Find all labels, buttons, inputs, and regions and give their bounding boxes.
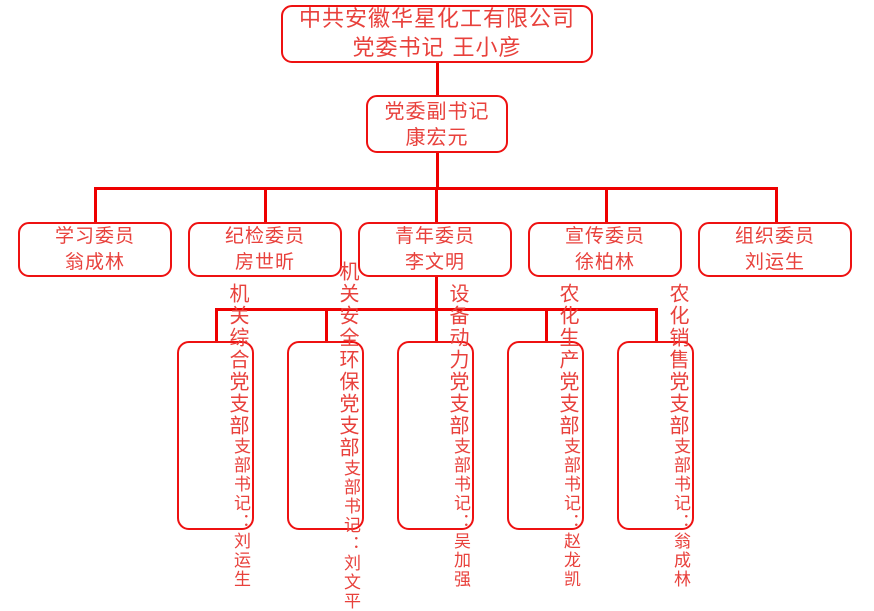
node-l2-text: 党委副书记 康宏元 (384, 98, 490, 149)
branch-name-2: 机关安全环保党支部 (336, 260, 360, 459)
node-deputy-secretary[interactable]: 党委副书记 康宏元 (366, 95, 508, 153)
branch-secretary-4: 支部书记：赵龙凯 (560, 436, 580, 589)
node-branch-agrochemical-production[interactable]: 农化生产党支部 支部书记：赵龙凯 (507, 283, 584, 589)
node-discipline-committee-member[interactable]: 纪检委员 房世昕 (188, 222, 342, 277)
connector-drop-l4-1 (215, 308, 218, 342)
node-study-committee-member[interactable]: 学习委员 翁成林 (18, 222, 172, 277)
connector-drop-l3-2 (264, 187, 267, 223)
node-branch-general-affairs[interactable]: 机关综合党支部 支部书记：刘运生 (177, 283, 254, 589)
node-branch-safety-environment[interactable]: 机关安全环保党支部 支部书记：刘文平 (287, 261, 364, 611)
connector-drop-l3-5 (775, 187, 778, 223)
connector-l3-to-l4 (435, 276, 438, 310)
connector-l2-down (436, 153, 439, 189)
branch-secretary-1: 支部书记：刘运生 (230, 436, 250, 589)
node-youth-committee-member[interactable]: 青年委员 李文明 (358, 222, 512, 277)
branch-name-3: 设备动力党支部 (446, 282, 470, 437)
node-party-committee-secretary[interactable]: 中共安徽华星化工有限公司 党委书记 王小彦 (281, 5, 593, 63)
connector-drop-l4-3 (435, 308, 438, 342)
connector-drop-l3-3 (435, 187, 438, 223)
connector-drop-l4-4 (545, 308, 548, 342)
connector-drop-l3-1 (94, 187, 97, 223)
branch-secretary-5: 支部书记：翁成林 (670, 436, 690, 589)
node-l3-4-text: 宣传委员 徐柏林 (564, 225, 645, 273)
branch-name-1: 机关综合党支部 (226, 282, 250, 437)
node-l3-3-text: 青年委员 李文明 (394, 225, 475, 273)
node-l3-1-text: 学习委员 翁成林 (54, 225, 135, 273)
org-chart: 中共安徽华星化工有限公司 党委书记 王小彦 党委副书记 康宏元 学习委员 翁成林… (18, 5, 852, 611)
connector-drop-l4-5 (655, 308, 658, 342)
node-l3-2-text: 纪检委员 房世昕 (224, 225, 305, 273)
node-branch-equipment-power[interactable]: 设备动力党支部 支部书记：吴加强 (397, 283, 474, 589)
node-l1-text: 中共安徽华星化工有限公司 党委书记 王小彦 (298, 6, 575, 61)
node-branch-agrochemical-sales[interactable]: 农化销售党支部 支部书记：翁成林 (617, 283, 694, 589)
branch-name-5: 农化销售党支部 (666, 282, 690, 437)
connector-drop-l4-2 (325, 308, 328, 342)
node-organization-committee-member[interactable]: 组织委员 刘运生 (698, 222, 852, 277)
branch-name-4: 农化生产党支部 (556, 282, 580, 437)
node-l3-5-text: 组织委员 刘运生 (734, 225, 815, 273)
branch-secretary-3: 支部书记：吴加强 (450, 436, 470, 589)
connector-l1-to-l2 (436, 63, 439, 95)
node-propaganda-committee-member[interactable]: 宣传委员 徐柏林 (528, 222, 682, 277)
connector-drop-l3-4 (605, 187, 608, 223)
